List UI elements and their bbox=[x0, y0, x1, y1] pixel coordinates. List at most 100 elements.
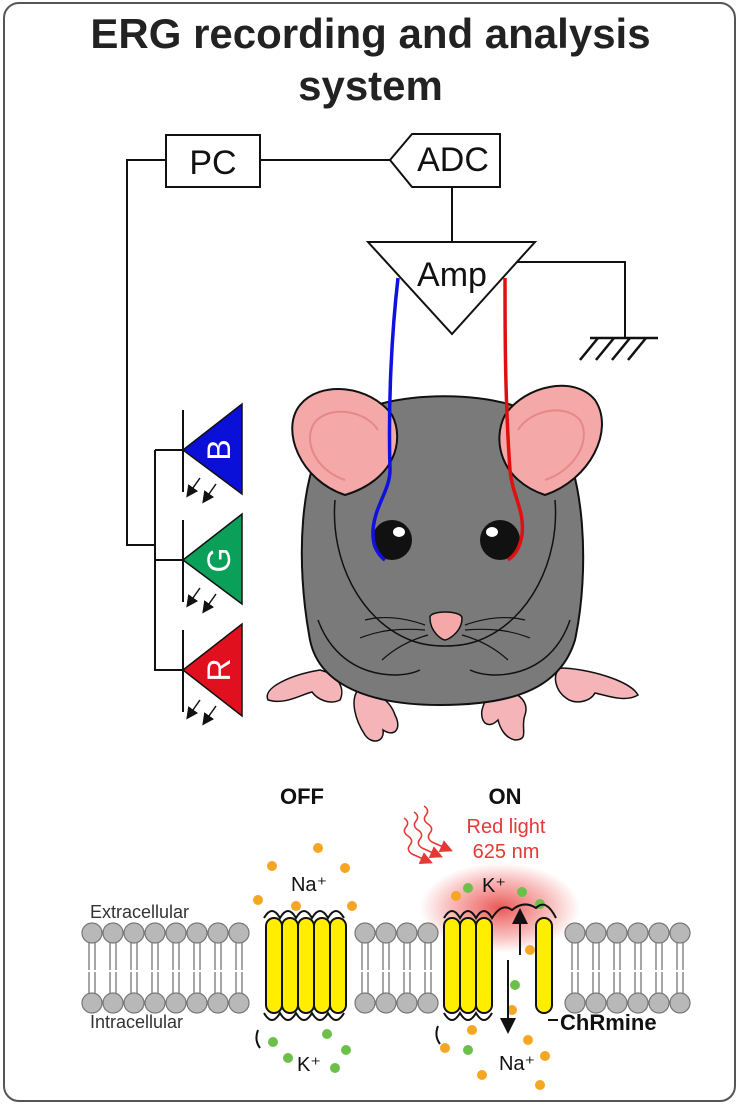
amp-triangle: Amp bbox=[365, 241, 538, 336]
channel-helix bbox=[313, 917, 331, 1014]
amp-label: Amp bbox=[417, 256, 487, 294]
ion-dot bbox=[451, 891, 461, 901]
electrode-right bbox=[503, 277, 525, 562]
channel-tail bbox=[435, 1025, 441, 1045]
mouse-illustration bbox=[266, 277, 639, 742]
lipid-head bbox=[354, 922, 376, 944]
lipid-head bbox=[123, 992, 145, 1014]
channel-loop bbox=[443, 1010, 493, 1021]
ion-dot bbox=[313, 843, 323, 853]
lipid-head bbox=[165, 992, 187, 1014]
wavelength-label: 625 nm bbox=[473, 841, 540, 863]
ion-dot bbox=[463, 1045, 473, 1055]
ion-dot bbox=[330, 1063, 340, 1073]
ion-dot bbox=[540, 1051, 550, 1061]
ion-dot bbox=[535, 1080, 545, 1090]
ion-dot bbox=[525, 945, 535, 955]
lipid-head bbox=[564, 992, 586, 1014]
ion-dot bbox=[517, 887, 527, 897]
wiring bbox=[126, 159, 626, 671]
ion-dot bbox=[253, 895, 263, 905]
lipid-head bbox=[396, 992, 418, 1014]
ion-dot bbox=[467, 1025, 477, 1035]
lipid-head bbox=[102, 992, 124, 1014]
channel-loop bbox=[263, 1010, 345, 1021]
channel-helix bbox=[265, 917, 283, 1014]
channel-loop bbox=[263, 910, 345, 921]
lipid-head bbox=[186, 922, 208, 944]
led-red: R bbox=[181, 622, 243, 726]
lipid-head bbox=[606, 922, 628, 944]
lipid-head bbox=[585, 922, 607, 944]
ion-dot bbox=[463, 883, 473, 893]
lipid-head bbox=[627, 992, 649, 1014]
channel-loop bbox=[443, 903, 557, 921]
lipid-head bbox=[396, 922, 418, 944]
mouse-eye-right bbox=[480, 520, 520, 560]
channel-closed bbox=[255, 910, 347, 1049]
channel-helix bbox=[281, 917, 299, 1014]
lipid-head bbox=[648, 922, 670, 944]
lipid-head bbox=[228, 922, 250, 944]
lipid-head bbox=[354, 992, 376, 1014]
ion-dot bbox=[440, 1043, 450, 1053]
lipid-head bbox=[144, 992, 166, 1014]
led-array: B G R bbox=[181, 402, 243, 726]
ions bbox=[253, 843, 550, 1090]
channel-tail bbox=[255, 1029, 261, 1049]
ion-dot bbox=[477, 1070, 487, 1080]
pc-box: PC bbox=[165, 134, 261, 188]
pc-label: PC bbox=[189, 144, 236, 182]
led-green-label: G bbox=[201, 548, 237, 573]
adc-label: ADC bbox=[417, 141, 489, 179]
ion-dot bbox=[523, 1035, 533, 1045]
led-blue: B bbox=[181, 402, 243, 504]
ion-dot bbox=[267, 861, 277, 871]
mouse-feet bbox=[266, 667, 639, 742]
lipid-head bbox=[417, 922, 439, 944]
on-label: ON bbox=[489, 784, 522, 809]
channel-open bbox=[435, 903, 557, 1045]
lipid-head bbox=[186, 992, 208, 1014]
lipid-head bbox=[207, 922, 229, 944]
k-label-off: K⁺ bbox=[297, 1054, 321, 1076]
lipid-head bbox=[81, 992, 103, 1014]
intracellular-label: Intracellular bbox=[90, 1012, 183, 1032]
electrode-left bbox=[371, 277, 400, 562]
lipid-head bbox=[207, 992, 229, 1014]
mouse-whiskers bbox=[359, 616, 531, 661]
lipid-head bbox=[375, 992, 397, 1014]
ion-dot bbox=[268, 1037, 278, 1047]
lipid-head bbox=[669, 992, 691, 1014]
lipid-head bbox=[228, 992, 250, 1014]
mouse-nose bbox=[429, 611, 463, 641]
lipid-head bbox=[417, 992, 439, 1014]
title-line-2: system bbox=[298, 62, 443, 109]
lipid-head bbox=[585, 992, 607, 1014]
membrane-section: OFF ON Red light 625 nm Extracellular In… bbox=[81, 784, 691, 1090]
lipid-head bbox=[627, 922, 649, 944]
ion-dot bbox=[322, 1029, 332, 1039]
channel-helix bbox=[475, 917, 493, 1014]
ion-dot bbox=[507, 1005, 517, 1015]
k-label-on: K⁺ bbox=[482, 875, 506, 897]
adc-box: ADC bbox=[388, 133, 501, 188]
lipid-head bbox=[102, 922, 124, 944]
lipid-head bbox=[606, 992, 628, 1014]
lipid-head bbox=[165, 922, 187, 944]
lipid-bilayer bbox=[81, 922, 691, 1014]
ion-dot bbox=[283, 1053, 293, 1063]
channel-helix bbox=[459, 917, 477, 1014]
ion-flux-arrows bbox=[500, 908, 528, 1034]
na-label-off: Na⁺ bbox=[291, 874, 327, 896]
ion-dot bbox=[347, 901, 357, 911]
extracellular-label: Extracellular bbox=[90, 902, 189, 922]
ion-dot bbox=[340, 863, 350, 873]
channel-helix bbox=[443, 917, 461, 1014]
page-title: ERG recording and analysis system bbox=[0, 8, 741, 112]
lipid-head bbox=[81, 922, 103, 944]
lipid-head bbox=[375, 922, 397, 944]
led-green: G bbox=[181, 512, 243, 614]
channel-helix bbox=[297, 917, 315, 1014]
